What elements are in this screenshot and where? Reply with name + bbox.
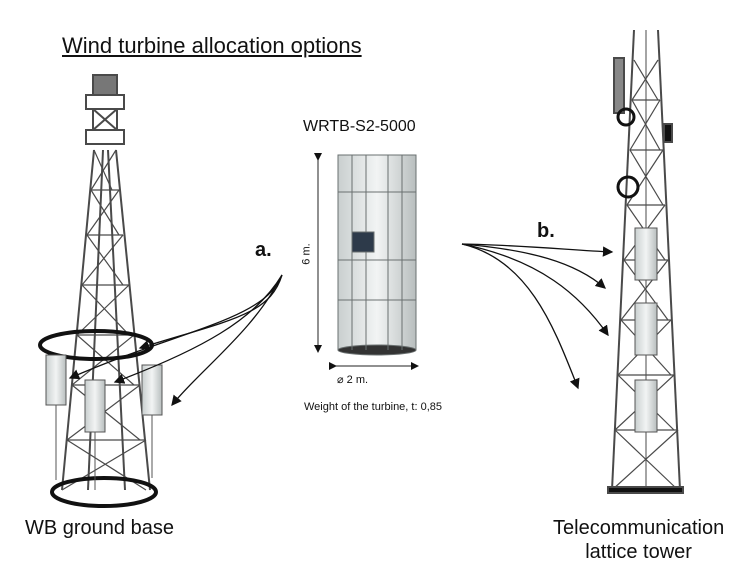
turbine-diameter-label: ⌀ 2 m.: [337, 374, 369, 386]
right-lattice-tower: [607, 29, 684, 494]
option-a-label: a.: [255, 239, 272, 261]
right-tower-turbines: [634, 227, 658, 433]
left-lattice-tower: [38, 74, 158, 508]
diagram-title: Wind turbine allocation options: [62, 33, 362, 58]
telecom-tower-caption: Telecommunication lattice tower: [553, 516, 724, 564]
option-a-arrows: [68, 274, 283, 407]
center-wind-turbine: [337, 154, 417, 356]
dimension-lines: [314, 153, 419, 370]
telecom-caption-line1: Telecommunication: [553, 517, 725, 539]
option-b-label: b.: [537, 220, 555, 242]
ground-base-caption: WB ground base: [25, 517, 174, 539]
turbine-weight-label: Weight of the turbine, t: 0,85: [304, 401, 442, 413]
turbine-model-label: WRTB-S2-5000: [303, 118, 416, 135]
option-b-arrows: [461, 243, 614, 390]
telecom-caption-line2: lattice tower: [585, 541, 692, 563]
turbine-height-label: 6 m.: [300, 243, 313, 265]
left-base-turbines: [45, 354, 163, 490]
